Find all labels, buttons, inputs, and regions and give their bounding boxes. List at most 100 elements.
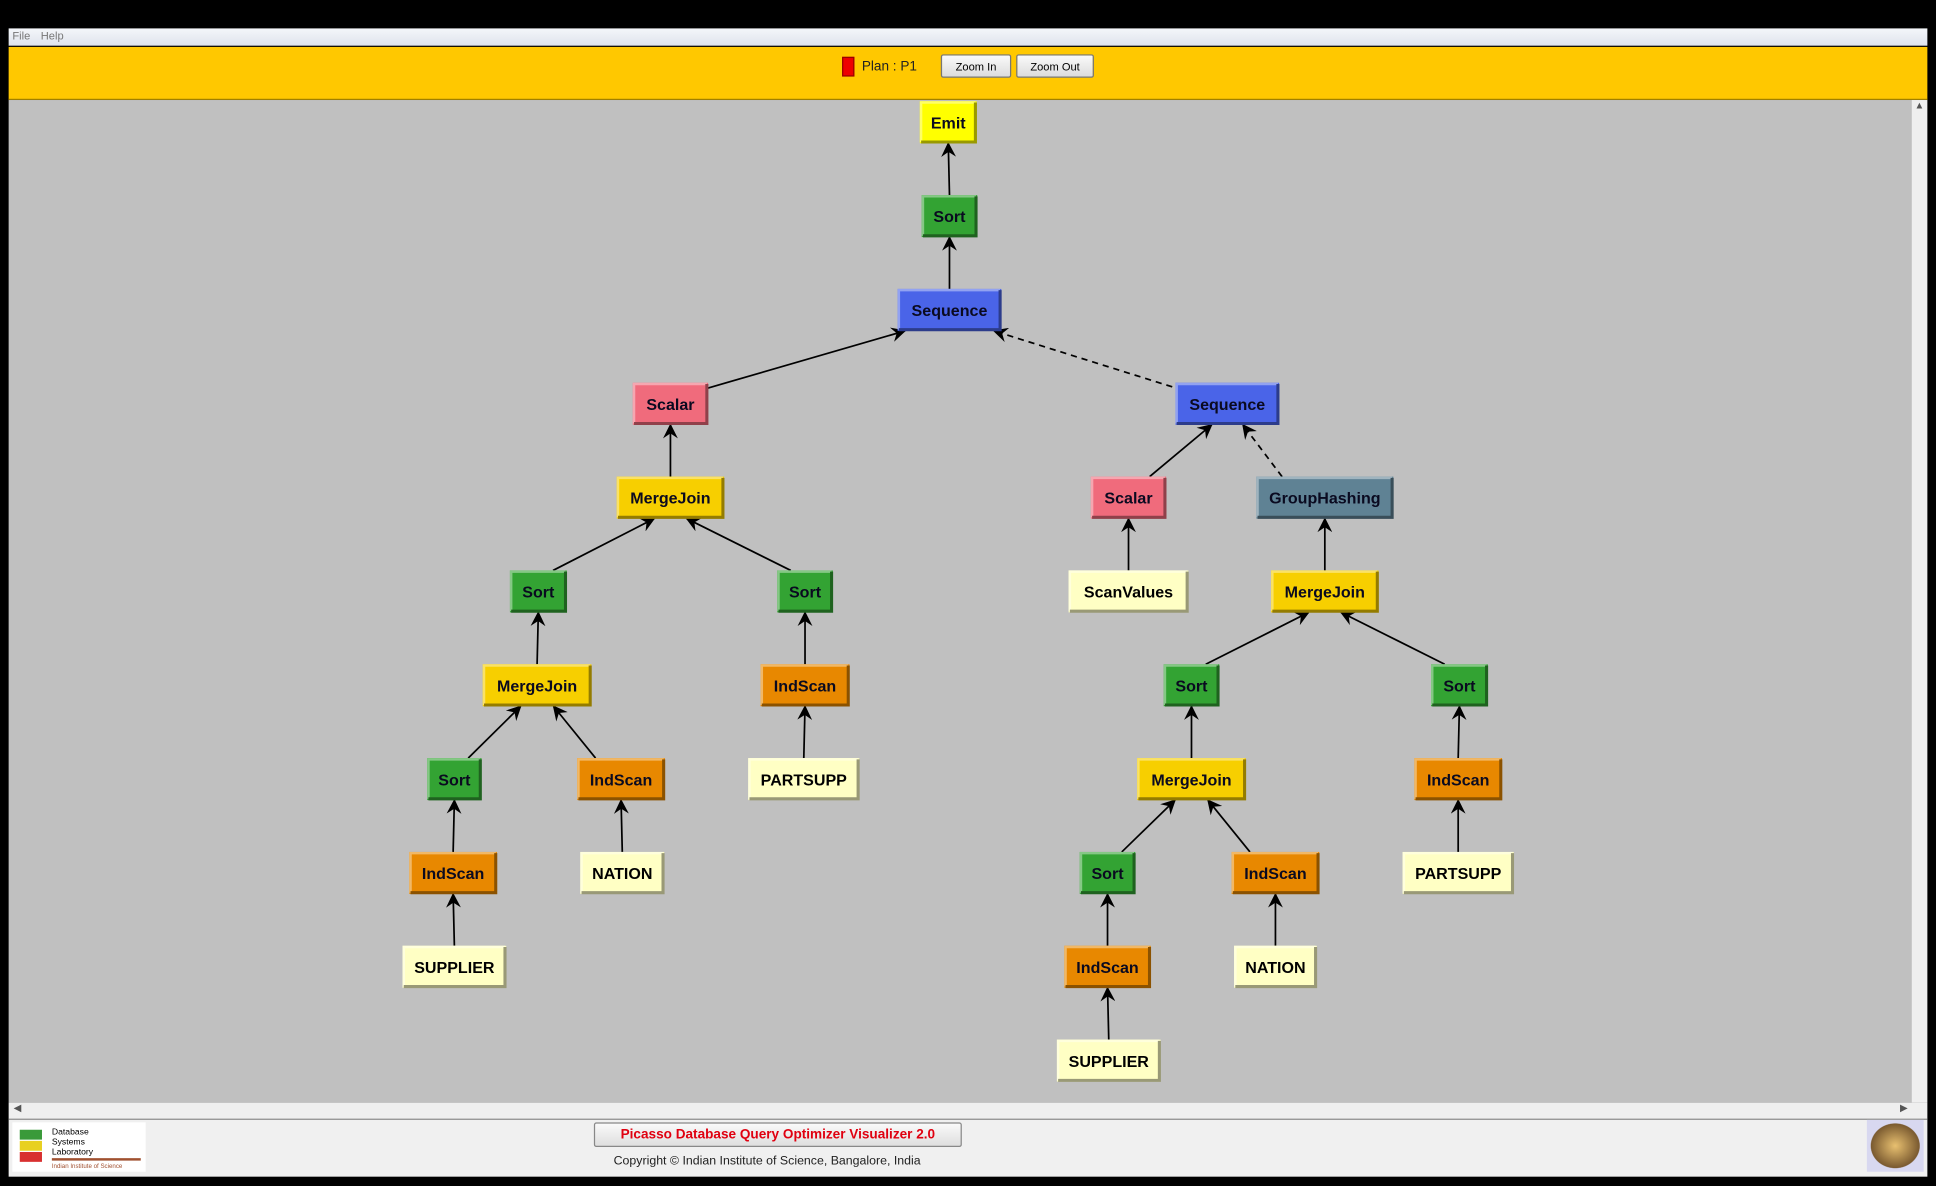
node-bevel-light	[919, 101, 976, 142]
edge-arrow	[797, 705, 813, 759]
plan-node-grouphashing[interactable]: GroupHashing	[1256, 476, 1394, 519]
node-bevel-light	[1163, 664, 1219, 706]
node-bevel-light	[1402, 851, 1513, 893]
node-bevel-light	[760, 664, 849, 706]
plan-node-table[interactable]: NATION	[1234, 945, 1318, 989]
plan-node-scalar[interactable]: Scalar	[1090, 476, 1167, 519]
plan-node-table[interactable]: ScanValues	[1068, 570, 1189, 613]
node-bevel-dark	[1065, 947, 1152, 989]
node-bevel-light	[1414, 758, 1501, 799]
plan-label: Plan : P1	[861, 59, 917, 75]
plan-node-sequence[interactable]: Sequence	[1175, 382, 1280, 426]
node-box	[1137, 758, 1246, 801]
node-bevel-dark	[1058, 1040, 1161, 1082]
horizontal-scrollbar[interactable]: ◀▶	[8, 1102, 1928, 1120]
node-box	[1068, 570, 1189, 613]
menu-file[interactable]: File	[12, 29, 31, 42]
menu-help[interactable]: Help	[40, 29, 64, 42]
node-bevel-light	[1175, 382, 1278, 424]
node-box	[1231, 851, 1320, 894]
zoom-out-button[interactable]: Zoom Out	[1016, 54, 1094, 78]
dashed-edge-arrow	[1242, 423, 1283, 478]
edge-arrow	[446, 892, 461, 946]
node-box	[409, 851, 497, 894]
plan-node-mergejoin[interactable]: MergeJoin	[1137, 758, 1247, 801]
node-box	[577, 758, 665, 801]
node-bevel-dark	[617, 477, 725, 519]
node-bevel-light	[1068, 570, 1188, 612]
node-box	[1234, 945, 1317, 988]
edge-arrow	[1149, 423, 1213, 478]
node-bevel-dark	[921, 102, 977, 144]
node-bevel-light	[1234, 945, 1316, 987]
node-label: Sort	[789, 584, 822, 602]
node-bevel-light	[1271, 570, 1378, 612]
toolbar: Plan : P1 Zoom In Zoom Out	[8, 46, 1928, 101]
app-title-button[interactable]: Picasso Database Query Optimizer Visuali…	[593, 1122, 962, 1148]
plan-node-sort[interactable]: Sort	[777, 570, 834, 613]
plan-node-sort[interactable]: Sort	[427, 758, 482, 801]
node-label: Scalar	[1104, 490, 1152, 508]
node-label: GroupHashing	[1269, 490, 1380, 508]
plan-node-table[interactable]: SUPPLIER	[402, 945, 507, 989]
node-box	[1056, 1039, 1161, 1082]
node-label: Sort	[1175, 677, 1208, 695]
zoom-in-button[interactable]: Zoom In	[940, 54, 1012, 78]
menu-bar: File Help	[8, 28, 1928, 46]
plan-node-scalar[interactable]: Scalar	[632, 382, 709, 426]
plan-node-sort[interactable]: Sort	[1079, 851, 1136, 895]
node-bevel-dark	[778, 571, 834, 613]
node-bevel-light	[1090, 476, 1165, 518]
plan-node-sort[interactable]: Sort	[921, 195, 978, 238]
plan-node-sort[interactable]: Sort	[509, 570, 568, 613]
plan-node-table[interactable]: PARTSUPP	[748, 758, 860, 801]
node-bevel-dark	[749, 759, 860, 801]
plan-node-sequence[interactable]: Sequence	[897, 288, 1002, 332]
plan-node-indscan[interactable]: IndScan	[1064, 945, 1152, 989]
node-box	[482, 664, 592, 707]
plan-indicator: Plan : P1	[842, 56, 917, 77]
plan-node-indscan[interactable]: IndScan	[577, 758, 666, 801]
vertical-scrollbar[interactable]: ▲	[1911, 100, 1928, 1103]
node-box	[777, 570, 833, 613]
edge-arrow	[1207, 799, 1251, 853]
node-bevel-dark	[428, 759, 482, 801]
plan-node-emit[interactable]: Emit	[919, 101, 977, 144]
plan-node-indscan[interactable]: IndScan	[760, 664, 850, 707]
node-bevel-light	[1056, 1039, 1160, 1081]
node-box	[748, 758, 860, 801]
node-label: Sequence	[1189, 396, 1265, 414]
node-label: Sort	[933, 208, 966, 226]
edge-arrow	[1121, 799, 1176, 853]
node-bevel-light	[1431, 664, 1487, 706]
plan-node-indscan[interactable]: IndScan	[409, 851, 498, 895]
node-bevel-dark	[1257, 477, 1394, 519]
node-bevel-dark	[484, 665, 592, 707]
node-label: MergeJoin	[1151, 771, 1231, 789]
plan-node-sort[interactable]: Sort	[1431, 664, 1489, 707]
node-bevel-light	[1231, 851, 1319, 893]
plan-node-table[interactable]: PARTSUPP	[1402, 851, 1515, 895]
plan-node-table[interactable]: SUPPLIER	[1056, 1039, 1161, 1082]
plan-node-indscan[interactable]: IndScan	[1414, 758, 1503, 801]
node-box	[1256, 476, 1394, 519]
plan-node-sort[interactable]: Sort	[1163, 664, 1220, 707]
edge-arrow	[1451, 705, 1467, 759]
node-bevel-light	[616, 476, 723, 518]
node-bevel-dark	[581, 853, 665, 895]
plan-node-mergejoin[interactable]: MergeJoin	[616, 476, 725, 519]
node-bevel-light	[748, 758, 859, 799]
node-label: IndScan	[1427, 771, 1489, 789]
edge-arrow	[1339, 611, 1446, 666]
node-bevel-dark	[1069, 571, 1189, 613]
node-label: Sort	[438, 771, 471, 789]
plan-node-table[interactable]: NATION	[580, 851, 665, 895]
node-bevel-dark	[1235, 947, 1318, 989]
plan-node-indscan[interactable]: IndScan	[1231, 851, 1320, 895]
node-bevel-light	[921, 195, 977, 236]
node-label: IndScan	[1244, 865, 1306, 883]
node-box	[1079, 851, 1136, 894]
plan-node-mergejoin[interactable]: MergeJoin	[1271, 570, 1379, 613]
plan-node-mergejoin[interactable]: MergeJoin	[482, 664, 592, 707]
